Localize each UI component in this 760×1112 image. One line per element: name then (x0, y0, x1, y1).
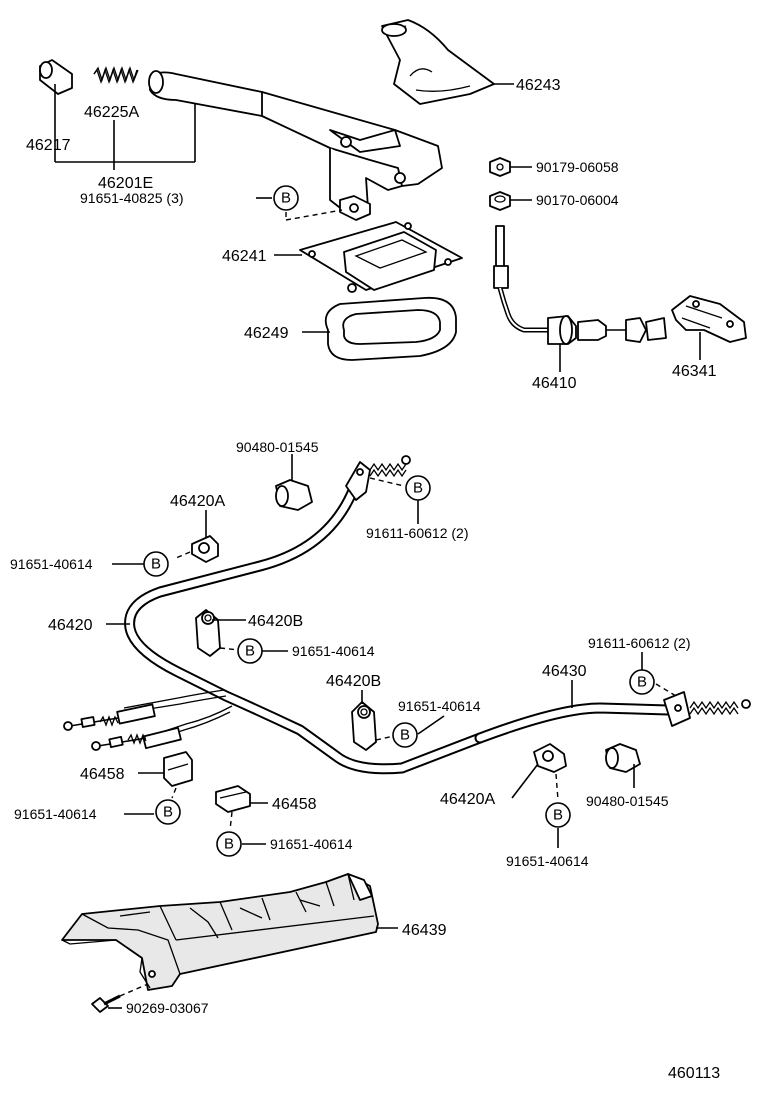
grommet-90480-right-drawing (605, 743, 641, 773)
svg-text:B: B (400, 727, 410, 744)
nut-90179-drawing (489, 157, 511, 177)
dash-9161160612-right (655, 683, 677, 697)
b-marker-9165140614-f: B (545, 802, 571, 828)
label-46420b-mid: 46420B (326, 673, 381, 690)
b-marker-9165140614-e: B (216, 831, 242, 857)
dash-9165140825-b (285, 209, 343, 221)
b-marker-9161160612-top: B (405, 475, 431, 501)
bushing-46217-drawing (39, 59, 73, 95)
label-46241: 46241 (222, 248, 267, 265)
svg-text:B: B (637, 674, 647, 691)
cable-ends-left-drawing (63, 689, 233, 751)
label-46458-mid: 46458 (272, 796, 317, 813)
b-marker-9165140825: B (273, 185, 299, 211)
label-9161160612-top: 91611-60612 (2) (366, 525, 468, 541)
washer-90170-drawing (489, 191, 511, 211)
label-9017006004: 90170-06004 (536, 192, 619, 208)
svg-text:B: B (163, 804, 173, 821)
dash-9161160612-top (369, 477, 405, 487)
b-marker-9161160612-right: B (629, 669, 655, 695)
label-9165140614-d: 91651-40614 (14, 806, 97, 822)
label-46249: 46249 (244, 325, 289, 342)
label-9165140614-e: 91651-40614 (270, 836, 353, 852)
label-46341: 46341 (672, 363, 717, 380)
leader-9165140614-c (417, 715, 445, 735)
clip-46458-mid-drawing (215, 785, 251, 831)
svg-text:B: B (245, 643, 255, 660)
svg-text:B: B (413, 480, 423, 497)
b-marker-9165140614-d: B (155, 799, 181, 825)
plate-46241-drawing (299, 221, 463, 293)
b-marker-9165140614-c: B (392, 722, 418, 748)
label-9048001545-right: 90480-01545 (586, 793, 669, 809)
svg-text:B: B (281, 190, 291, 207)
insulator-46439-drawing (61, 873, 379, 991)
label-46201e: 46201E (98, 175, 153, 192)
label-46458-left: 46458 (80, 766, 125, 783)
clip-46458-left-drawing (163, 751, 193, 799)
cable-46420-drawing (124, 455, 486, 775)
label-9165140614-f: 91651-40614 (506, 853, 589, 869)
label-46225a: 46225A (84, 104, 139, 121)
label-9165140825: 91651-40825 (3) (80, 190, 184, 206)
clip-46420b-top-drawing (195, 609, 241, 657)
label-46420a-bottom: 46420A (440, 791, 495, 808)
cable-46410-drawing (493, 225, 667, 345)
cable-46430-drawing (474, 691, 751, 744)
diagram-number: 460113 (668, 1065, 720, 1082)
boot-46243-drawing (381, 19, 495, 105)
clip-46420a-bottom-drawing (533, 743, 567, 801)
svg-text:B: B (151, 556, 161, 573)
label-9161160612-right: 91611-60612 (2) (588, 635, 690, 651)
label-9165140614-b: 91651-40614 (292, 643, 375, 659)
label-46439: 46439 (402, 922, 447, 939)
label-46217: 46217 (26, 137, 71, 154)
clip-46420a-top-drawing (175, 535, 219, 563)
svg-text:B: B (224, 836, 234, 853)
label-46420: 46420 (48, 617, 93, 634)
spring-46225a-drawing (93, 65, 139, 85)
lever-46201e-drawing (148, 70, 443, 221)
b-marker-9165140614-b: B (237, 638, 263, 664)
svg-text:B: B (553, 807, 563, 824)
label-46430: 46430 (542, 663, 587, 680)
grommet-90480-top-drawing (275, 479, 313, 511)
leader-46201e-bracket (54, 84, 196, 170)
seal-46249-drawing (324, 296, 457, 361)
label-9165140614-a: 91651-40614 (10, 556, 93, 572)
equalizer-46341-drawing (671, 295, 747, 343)
label-9017906058: 90179-06058 (536, 159, 619, 175)
label-9026903067: 90269-03067 (126, 1000, 209, 1016)
label-46243: 46243 (516, 77, 561, 94)
label-46410: 46410 (532, 375, 577, 392)
label-9048001545-top: 90480-01545 (236, 439, 319, 455)
label-46420a-top: 46420A (170, 493, 225, 510)
b-marker-9165140614-a: B (143, 551, 169, 577)
clip-46420b-mid-drawing (351, 701, 395, 751)
label-46420b-top: 46420B (248, 613, 303, 630)
label-9165140614-c: 91651-40614 (398, 698, 481, 714)
leader-46420a-bottom (511, 763, 539, 799)
bolt-90269-drawing (91, 983, 149, 1013)
